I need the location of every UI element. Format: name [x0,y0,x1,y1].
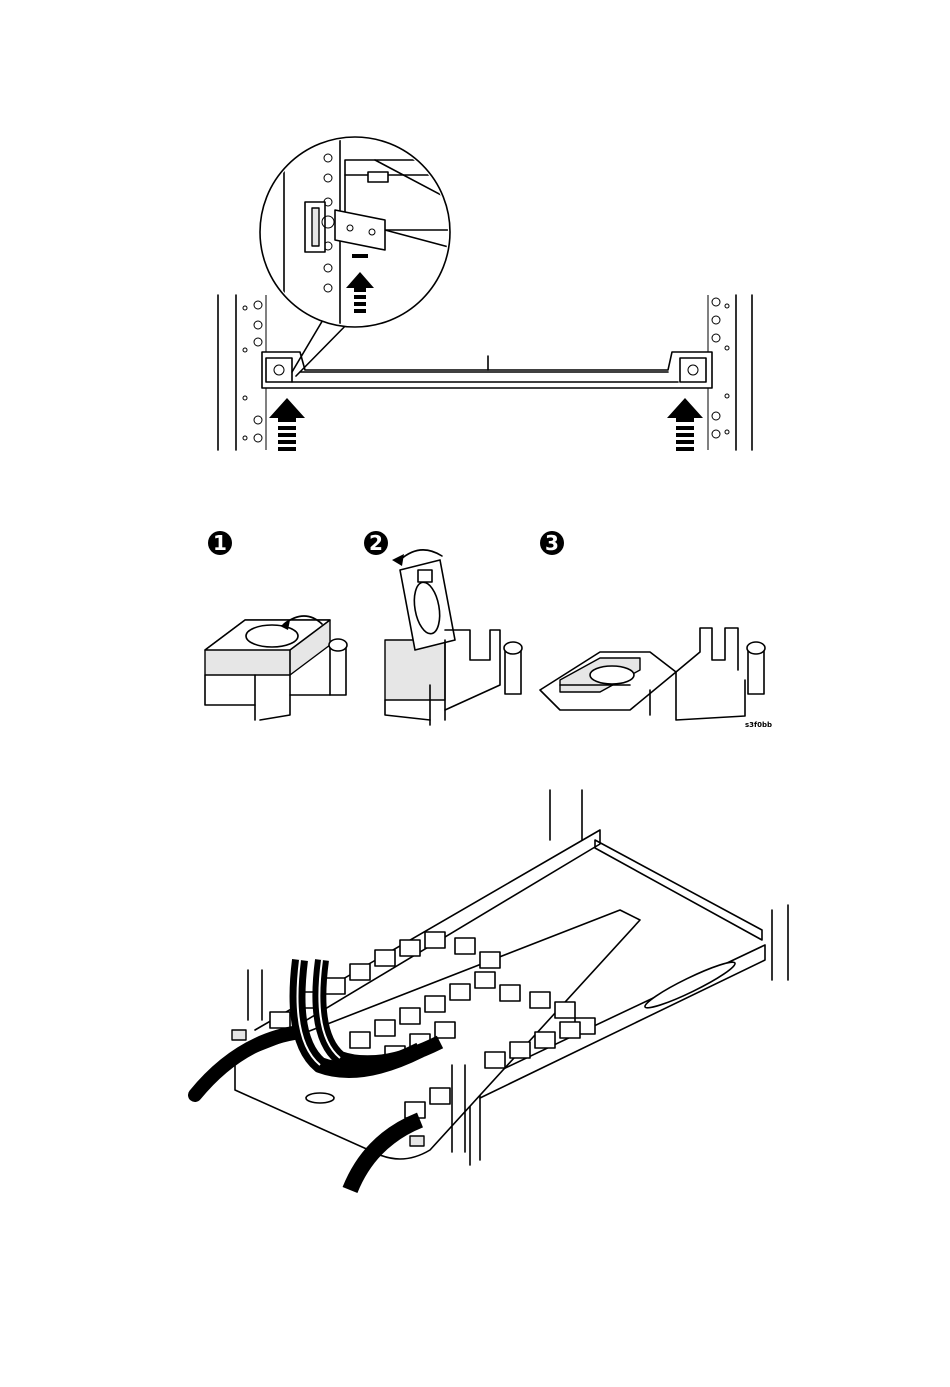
rail-installation-drawing [0,120,950,470]
bracket-steps-figure: 1 2 3 [0,520,950,750]
step-3-bracket: s3f0bb [540,628,772,729]
bracket-steps-drawing: 1 2 3 [0,520,950,750]
left-rack-post [218,295,266,450]
cable-arm-figure [0,780,950,1200]
step-badge-1: 1 [208,531,232,555]
left-push-arrow [269,398,305,451]
step-2-bracket [385,550,522,725]
step-badge-3: 3 [540,531,564,555]
cable-arm-drawing [0,780,950,1200]
step-1-bracket [205,616,347,720]
slide-rail [262,352,712,388]
rail-installation-figure [0,120,950,470]
step-badge-2: 2 [364,531,388,555]
step-number-2: 2 [369,531,383,555]
detail-inset [260,137,460,330]
right-rack-post [708,295,752,450]
figure-code: s3f0bb [745,721,772,729]
step-number-3: 3 [545,531,559,555]
right-push-arrow [667,398,703,451]
step-number-1: 1 [213,531,227,555]
